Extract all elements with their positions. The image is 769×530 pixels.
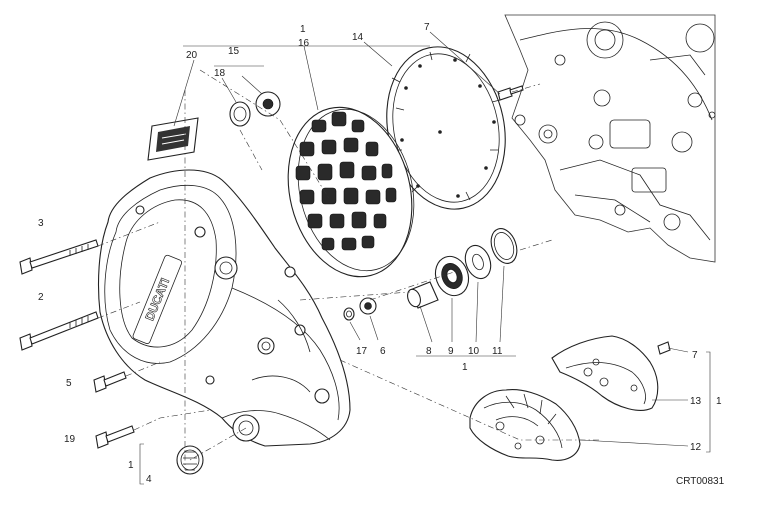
callout-1-top: 1 [300, 24, 306, 35]
clutch-cover: DUCATI [97, 169, 351, 447]
callout-10: 10 [468, 346, 480, 357]
bolt-7-top [497, 85, 524, 101]
callout-3: 3 [38, 218, 44, 229]
callout-labels: 1 16 14 7 20 15 18 3 2 5 19 1 4 17 6 8 9… [38, 22, 722, 485]
plug-6 [359, 297, 377, 315]
bushing-8 [407, 281, 439, 309]
callout-19: 19 [64, 434, 76, 445]
bolt-7-right [657, 341, 671, 355]
callout-11: 11 [492, 346, 503, 357]
callout-6: 6 [380, 346, 386, 357]
callout-16: 16 [298, 38, 310, 49]
callout-1-left: 1 [128, 460, 134, 471]
callout-2: 2 [38, 292, 44, 303]
bolt-5 [93, 371, 127, 393]
callout-7-right: 7 [692, 350, 698, 361]
o-ring-17 [343, 307, 355, 321]
callout-5: 5 [66, 378, 72, 389]
callout-9: 9 [448, 346, 454, 357]
callout-1-bottom: 1 [462, 362, 468, 373]
group-brackets [139, 45, 711, 485]
callout-4: 4 [146, 474, 152, 485]
oil-seal [229, 101, 251, 127]
bolt-3 [19, 239, 99, 275]
bolt-2 [19, 311, 99, 351]
leader-lines [173, 31, 689, 447]
seal-bushing [255, 91, 281, 117]
circlip-11 [490, 228, 518, 264]
engine-crankcase [504, 14, 716, 263]
washer-10 [464, 244, 492, 280]
bracket-13 [551, 335, 659, 411]
callout-15: 15 [228, 46, 240, 57]
bolt-19 [95, 425, 135, 449]
diagram-code: CRT00831 [676, 476, 725, 487]
callout-14: 14 [352, 32, 364, 43]
callout-7-top: 7 [424, 22, 430, 33]
assembly-axes [97, 69, 600, 470]
callout-20: 20 [186, 50, 198, 61]
bearing-9 [434, 255, 470, 297]
callout-8: 8 [426, 346, 432, 357]
clutch-pressure-plate [287, 106, 415, 278]
callout-1-right: 1 [716, 396, 722, 407]
warning-decal [147, 117, 199, 161]
ducati-logo: DUCATI [132, 254, 182, 345]
bracket-12 [469, 389, 581, 461]
callout-17: 17 [356, 346, 368, 357]
callout-18: 18 [214, 68, 226, 79]
callout-12: 12 [690, 442, 702, 453]
callout-13: 13 [690, 396, 702, 407]
